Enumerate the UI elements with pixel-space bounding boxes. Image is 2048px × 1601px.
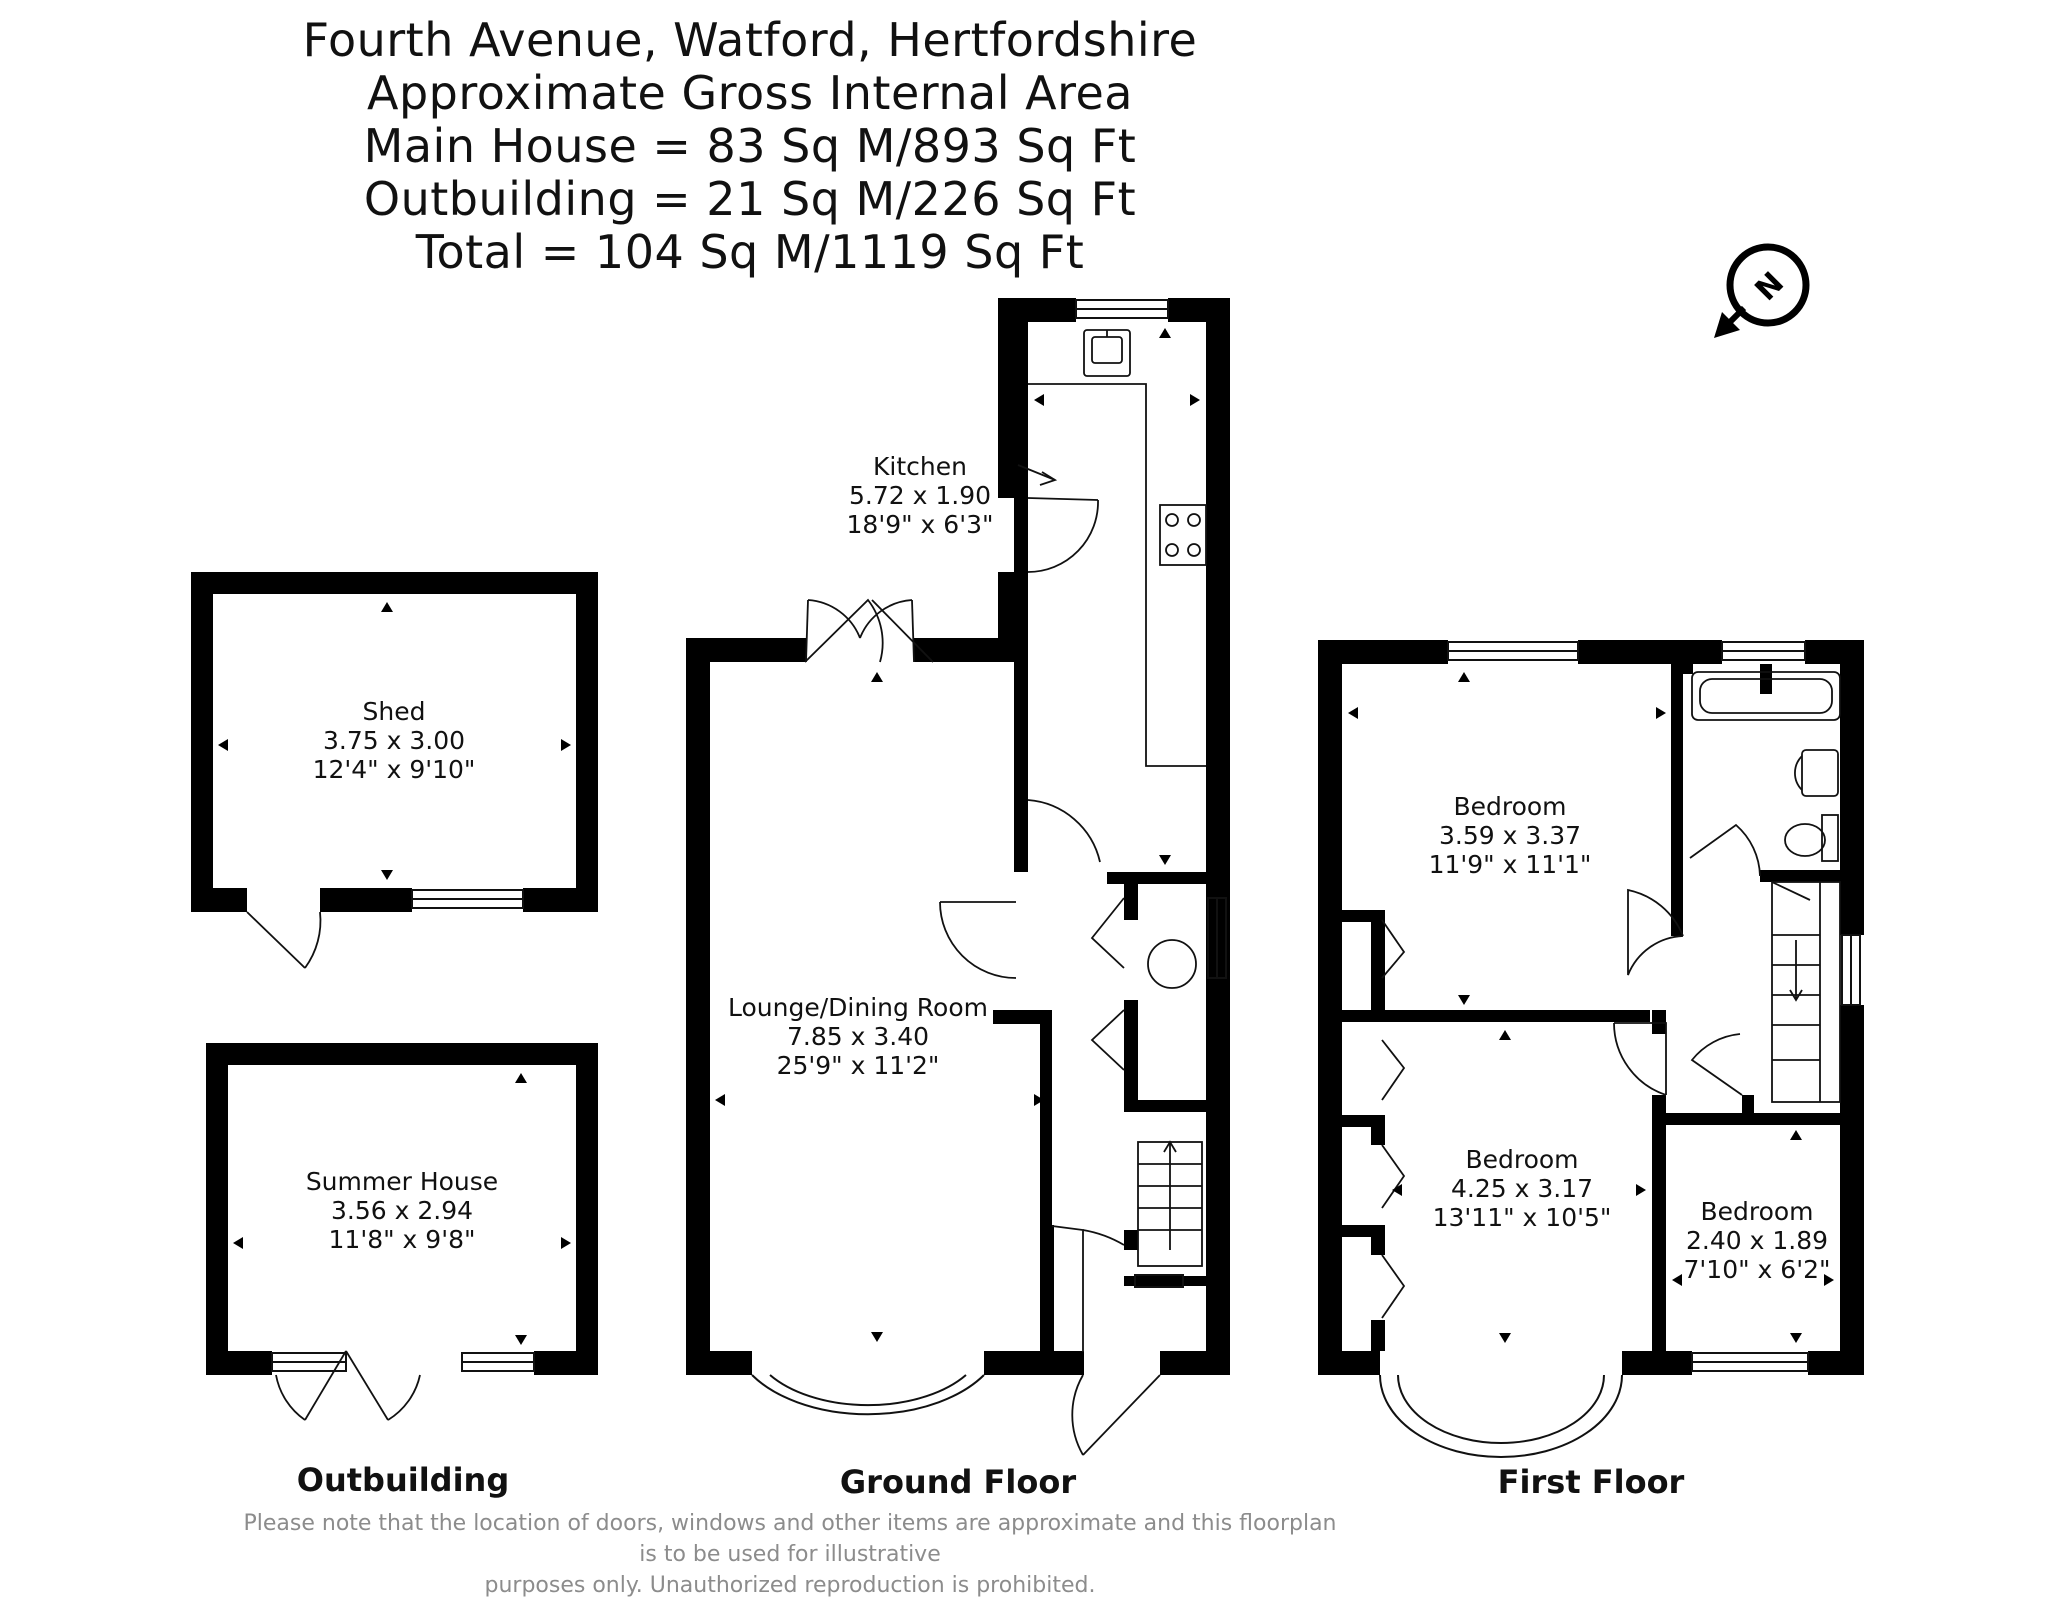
room-imperial-bedroom-2: 13'11" x 10'5" <box>1433 1203 1612 1232</box>
room-name-bedroom-3: Bedroom <box>1700 1197 1813 1226</box>
room-name-bedroom-2: Bedroom <box>1465 1145 1578 1174</box>
room-imperial-bedroom-3: 7'10" x 6'2" <box>1684 1255 1831 1284</box>
disclaimer-line-1: Please note that the location of doors, … <box>243 1511 1337 1567</box>
main-house-area: Main House = 83 Sq M/893 Sq Ft <box>363 119 1137 173</box>
room-metric-summer-house: 3.56 x 2.94 <box>331 1196 473 1225</box>
room-name-kitchen: Kitchen <box>873 452 967 481</box>
room-metric-bedroom-2: 4.25 x 3.17 <box>1451 1174 1593 1203</box>
room-name-bedroom-1: Bedroom <box>1453 792 1566 821</box>
room-name-shed: Shed <box>363 697 426 726</box>
room-metric-bedroom-3: 2.40 x 1.89 <box>1686 1226 1828 1255</box>
compass-north-label: N <box>1749 266 1792 309</box>
room-imperial-bedroom-1: 11'9" x 11'1" <box>1429 850 1592 879</box>
windows <box>271 299 1861 1458</box>
room-name-summer-house: Summer House <box>306 1167 498 1196</box>
room-labels: Shed 3.75 x 3.00 12'4" x 9'10" Summer Ho… <box>306 452 1831 1284</box>
floor-labels: Outbuilding Ground Floor First Floor <box>297 1461 1685 1501</box>
room-imperial-lounge-dining: 25'9" x 11'2" <box>777 1051 940 1080</box>
floor-label-first: First Floor <box>1498 1463 1685 1501</box>
disclaimer-line-2: purposes only. Unauthorized reproduction… <box>484 1573 1096 1598</box>
room-metric-shed: 3.75 x 3.00 <box>323 726 465 755</box>
walls <box>191 298 1864 1375</box>
room-metric-lounge-dining: 7.85 x 3.40 <box>787 1022 929 1051</box>
doors-and-fixtures <box>246 329 1841 1456</box>
dimension-arrows <box>218 328 1834 1345</box>
outbuilding-area: Outbuilding = 21 Sq M/226 Sq Ft <box>363 172 1137 226</box>
disclaimer: Please note that the location of doors, … <box>240 1508 1340 1601</box>
room-name-lounge-dining: Lounge/Dining Room <box>728 993 988 1022</box>
room-metric-bedroom-1: 3.59 x 3.37 <box>1439 821 1581 850</box>
room-metric-kitchen: 5.72 x 1.90 <box>849 481 991 510</box>
floor-label-outbuilding: Outbuilding <box>297 1461 509 1499</box>
north-arrow-icon <box>1714 312 1740 338</box>
compass: N <box>1714 243 1810 338</box>
area-heading: Approximate Gross Internal Area <box>367 66 1133 120</box>
room-imperial-summer-house: 11'8" x 9'8" <box>329 1225 476 1254</box>
room-imperial-shed: 12'4" x 9'10" <box>313 755 476 784</box>
floor-label-ground: Ground Floor <box>840 1463 1076 1501</box>
room-imperial-kitchen: 18'9" x 6'3" <box>847 510 994 539</box>
floorplan-header: Fourth Avenue, Watford, Hertfordshire Ap… <box>0 14 1500 279</box>
property-address: Fourth Avenue, Watford, Hertfordshire <box>302 13 1198 67</box>
total-area: Total = 104 Sq M/1119 Sq Ft <box>415 225 1085 279</box>
